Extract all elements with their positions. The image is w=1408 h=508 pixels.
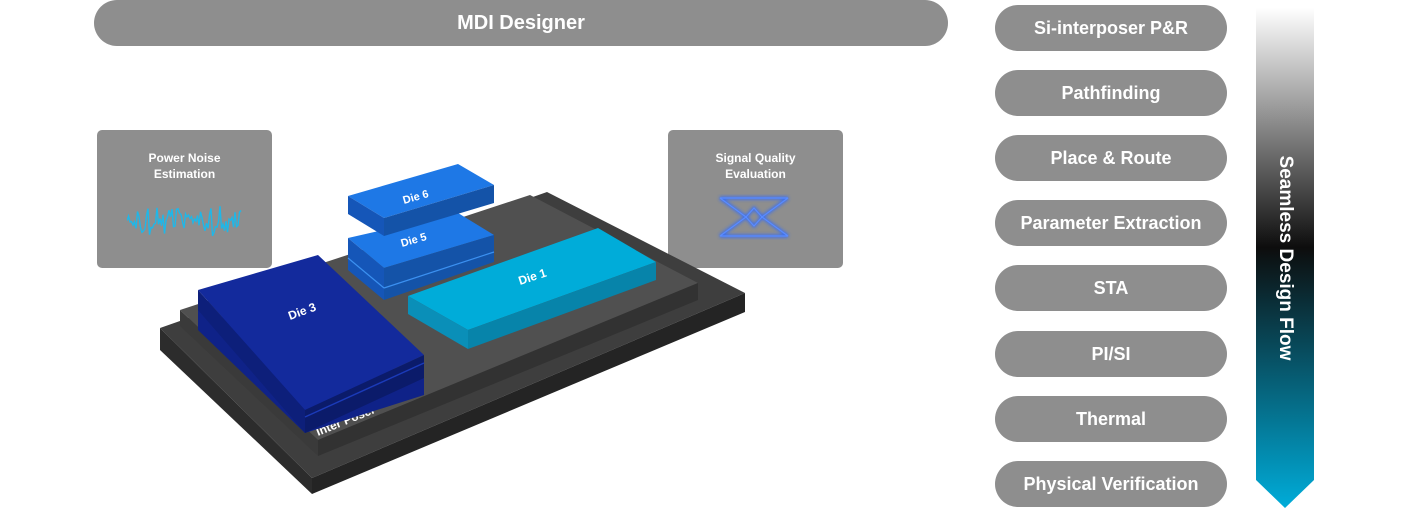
step-physical-verification: Physical Verification <box>995 461 1227 507</box>
step-pathfinding: Pathfinding <box>995 70 1227 116</box>
eye-diagram-icon <box>719 196 789 238</box>
power-noise-title: Power Noise Estimation <box>148 151 221 181</box>
step-pi-si: PI/SI <box>995 331 1227 377</box>
step-si-interposer-pr: Si-interposer P&R <box>995 5 1227 51</box>
die-1 <box>408 228 656 349</box>
signal-quality-title: Signal Quality Evaluation <box>715 151 796 181</box>
noise-waveform-icon <box>127 206 242 237</box>
die-5 <box>347 213 495 300</box>
die-3 <box>198 255 425 433</box>
page-title: MDI Designer <box>94 0 948 46</box>
package-illustration: Inter Poser Die 3 Die 5 Die 6 Die 1 <box>160 164 745 494</box>
flow-arrow-icon <box>1256 8 1314 508</box>
die-6 <box>348 164 494 236</box>
power-noise-card: Power Noise Estimation <box>97 130 272 268</box>
signal-quality-card: Signal Quality Evaluation <box>668 130 843 268</box>
step-sta: STA <box>995 265 1227 311</box>
step-thermal: Thermal <box>995 396 1227 442</box>
step-parameter-extraction: Parameter Extraction <box>995 200 1227 246</box>
step-place-route: Place & Route <box>995 135 1227 181</box>
flow-label: Seamless Design Flow <box>1275 155 1296 361</box>
